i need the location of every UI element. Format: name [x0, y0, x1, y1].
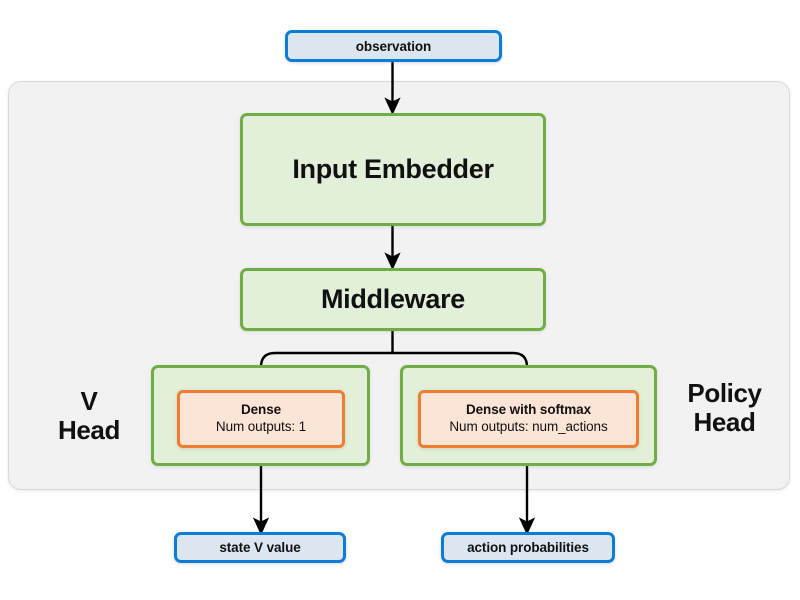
v-head-label-line1: V [80, 386, 98, 416]
policy-head-dense-title: Dense with softmax [466, 402, 591, 418]
v-head-dense-subtitle: Num outputs: 1 [215, 418, 307, 434]
v-head-label-line2: Head [58, 415, 120, 446]
policy-head-dense-node[interactable]: Dense with softmax Num outputs: num_acti… [418, 390, 639, 448]
middleware-node[interactable]: Middleware [240, 268, 546, 331]
state-v-value-node[interactable]: state V value [174, 532, 346, 563]
observation-node[interactable]: observation [285, 30, 502, 62]
policy-head-label-line2: Head [693, 407, 756, 438]
policy-head-label-line1: Policy [687, 378, 762, 408]
policy-head-dense-subtitle: Num outputs: num_actions [449, 418, 608, 434]
v-head-dense-title: Dense [240, 402, 282, 418]
v-head-dense-node[interactable]: Dense Num outputs: 1 [177, 390, 345, 448]
input-embedder-node[interactable]: Input Embedder [240, 113, 546, 226]
action-probabilities-node[interactable]: action probabilities [441, 532, 615, 563]
v-head-label: V Head [38, 386, 140, 446]
policy-head-label: Policy Head [666, 378, 783, 438]
